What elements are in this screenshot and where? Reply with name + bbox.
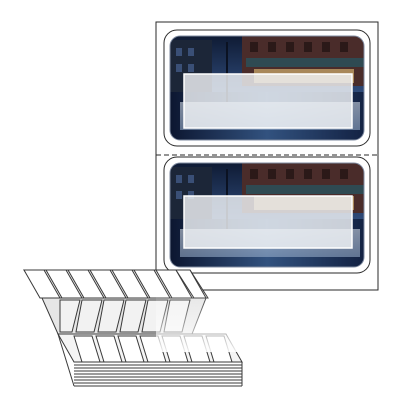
photo-label-2 xyxy=(163,156,371,274)
floor-reflection xyxy=(156,292,378,352)
photo-label-1 xyxy=(163,29,371,147)
fanfold-top-row xyxy=(23,269,209,299)
write-on-window-1 xyxy=(183,73,353,129)
write-on-window-2 xyxy=(183,195,353,249)
